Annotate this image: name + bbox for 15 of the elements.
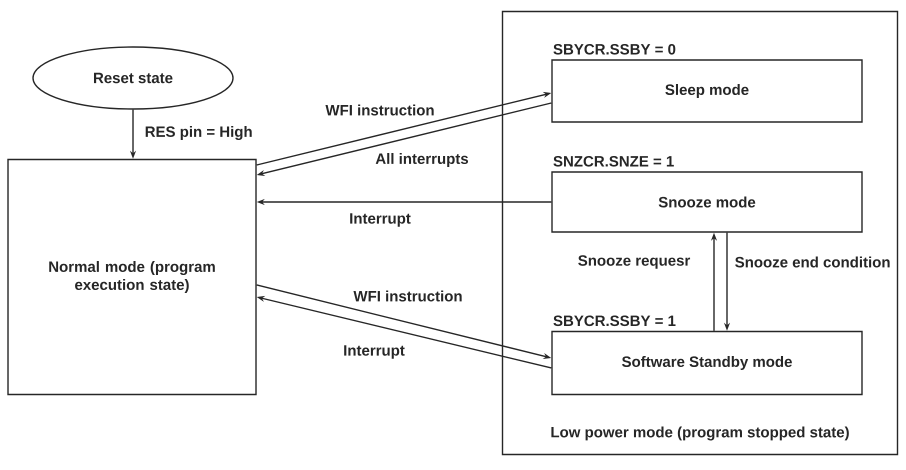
state-box: Software Standby mode [551,330,863,396]
state-box: Snooze mode [551,171,863,233]
edge-label: Snooze end condition [734,255,892,268]
edge-label: Interrupt [342,344,406,360]
edge-label: Interrupt [348,212,412,228]
state-box: Sleep mode [551,59,863,123]
edge-label: Snooze requesr [576,254,692,270]
register-label: SBYCR.SSBY = 1 [553,315,676,326]
edge-label: WFI instruction [324,103,436,116]
register-label: SBYCR.SSBY = 0 [553,44,676,55]
edge-label: WFI instruction [352,289,464,302]
state-box: Normal mode (program execution state) [7,158,257,396]
edge-label: All interrupts [374,152,470,168]
register-label: SNZCR.SNZE = 1 [553,156,674,167]
edge-label: RES pin = High [144,124,254,142]
